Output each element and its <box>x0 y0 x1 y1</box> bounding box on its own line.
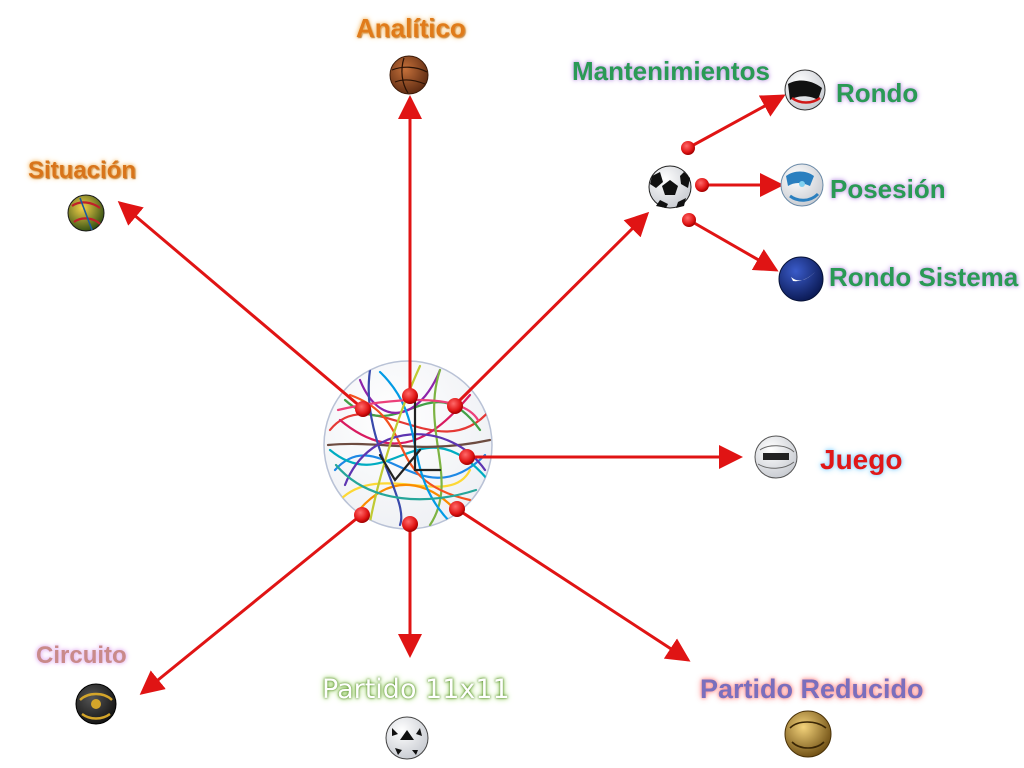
label-juego: Juego <box>820 444 903 475</box>
anchor-dot <box>447 398 463 414</box>
anchor-dot <box>695 178 709 192</box>
arrow-to-rondo <box>687 94 786 150</box>
vintage-leather-ball-icon <box>389 55 429 95</box>
yellow-green-ball-icon <box>67 194 105 232</box>
black-gold-ball-icon <box>75 683 117 725</box>
label-situacion: Situación <box>28 157 137 184</box>
white-tango-ball-icon <box>385 716 429 760</box>
anchor-dot <box>682 213 696 227</box>
arrow-to-situacion <box>117 201 363 410</box>
label-partido-reducido: Partido Reducido <box>700 674 924 704</box>
anchor-dot <box>355 401 371 417</box>
classic-black-white-ball-icon <box>648 165 692 209</box>
arrow-to-partido-reducido <box>456 507 691 662</box>
anchor-dots <box>354 141 709 532</box>
arrow-to-rondo-sistema <box>688 218 779 272</box>
white-black-red-ball-icon <box>784 69 826 111</box>
label-posesion: Posesión <box>830 174 946 204</box>
gold-glow-ball-icon <box>784 710 832 758</box>
anchor-dot <box>459 449 475 465</box>
label-rondo-sistema: Rondo Sistema <box>829 262 1019 292</box>
anchor-dot <box>402 388 418 404</box>
anchor-dot <box>449 501 465 517</box>
label-partido-11x11: Partido 11x11 <box>322 674 510 705</box>
arrow-group <box>117 94 786 695</box>
label-circuito: Circuito <box>36 642 127 669</box>
arrow-to-mantenimientos <box>453 211 650 407</box>
anchor-dot <box>681 141 695 155</box>
white-blue-ball-icon <box>780 163 824 207</box>
arrow-to-circuito <box>139 513 362 695</box>
anchor-dot <box>402 516 418 532</box>
dark-blue-ball-icon <box>778 256 824 302</box>
label-rondo: Rondo <box>836 78 919 108</box>
label-mantenimientos: Mantenimientos <box>572 56 770 86</box>
penalty-ball-icon <box>754 435 798 479</box>
label-analitico: Analítico <box>356 13 466 43</box>
center-scribble-ball <box>323 360 493 530</box>
anchor-dot <box>354 507 370 523</box>
